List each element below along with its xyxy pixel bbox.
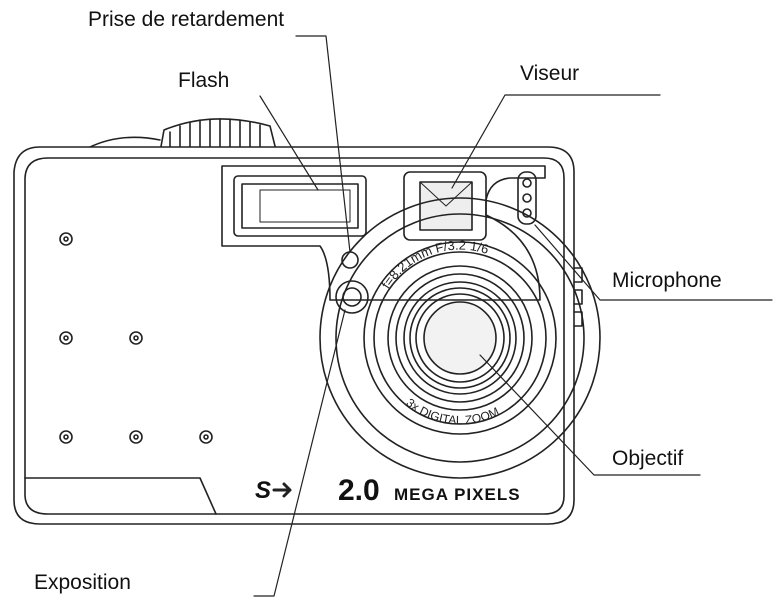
megapixel-text: MEGA PIXELS bbox=[394, 485, 521, 504]
mode-dial bbox=[87, 118, 277, 153]
microphone-holes bbox=[517, 171, 537, 225]
leader-viewfinder bbox=[451, 94, 661, 189]
leader-flash bbox=[259, 95, 319, 191]
label-flash: Flash bbox=[178, 69, 230, 92]
battery-door bbox=[24, 477, 217, 515]
viewfinder-window bbox=[403, 171, 487, 241]
label-viewfinder: Viseur bbox=[520, 62, 580, 85]
sd-logo-arrow bbox=[272, 482, 292, 498]
lens-assembly bbox=[319, 197, 601, 479]
side-buttons bbox=[573, 267, 583, 327]
label-microphone: Microphone bbox=[612, 269, 722, 292]
flash-housing bbox=[221, 165, 546, 301]
label-self-timer: Prise de retardement bbox=[88, 8, 285, 31]
exposure-sensor bbox=[335, 280, 369, 314]
sd-logo: S bbox=[255, 477, 271, 504]
leader-lens bbox=[479, 354, 701, 476]
megapixel-number: 2.0 bbox=[338, 474, 380, 507]
body-screws bbox=[59, 232, 213, 444]
leader-lines bbox=[253, 35, 773, 597]
leader-microphone bbox=[534, 224, 773, 301]
camera-body-inner bbox=[24, 157, 565, 515]
leader-exposure bbox=[253, 309, 346, 597]
leader-self-timer bbox=[295, 35, 351, 253]
label-exposure: Exposition bbox=[34, 571, 131, 594]
label-lens: Objectif bbox=[612, 447, 684, 470]
